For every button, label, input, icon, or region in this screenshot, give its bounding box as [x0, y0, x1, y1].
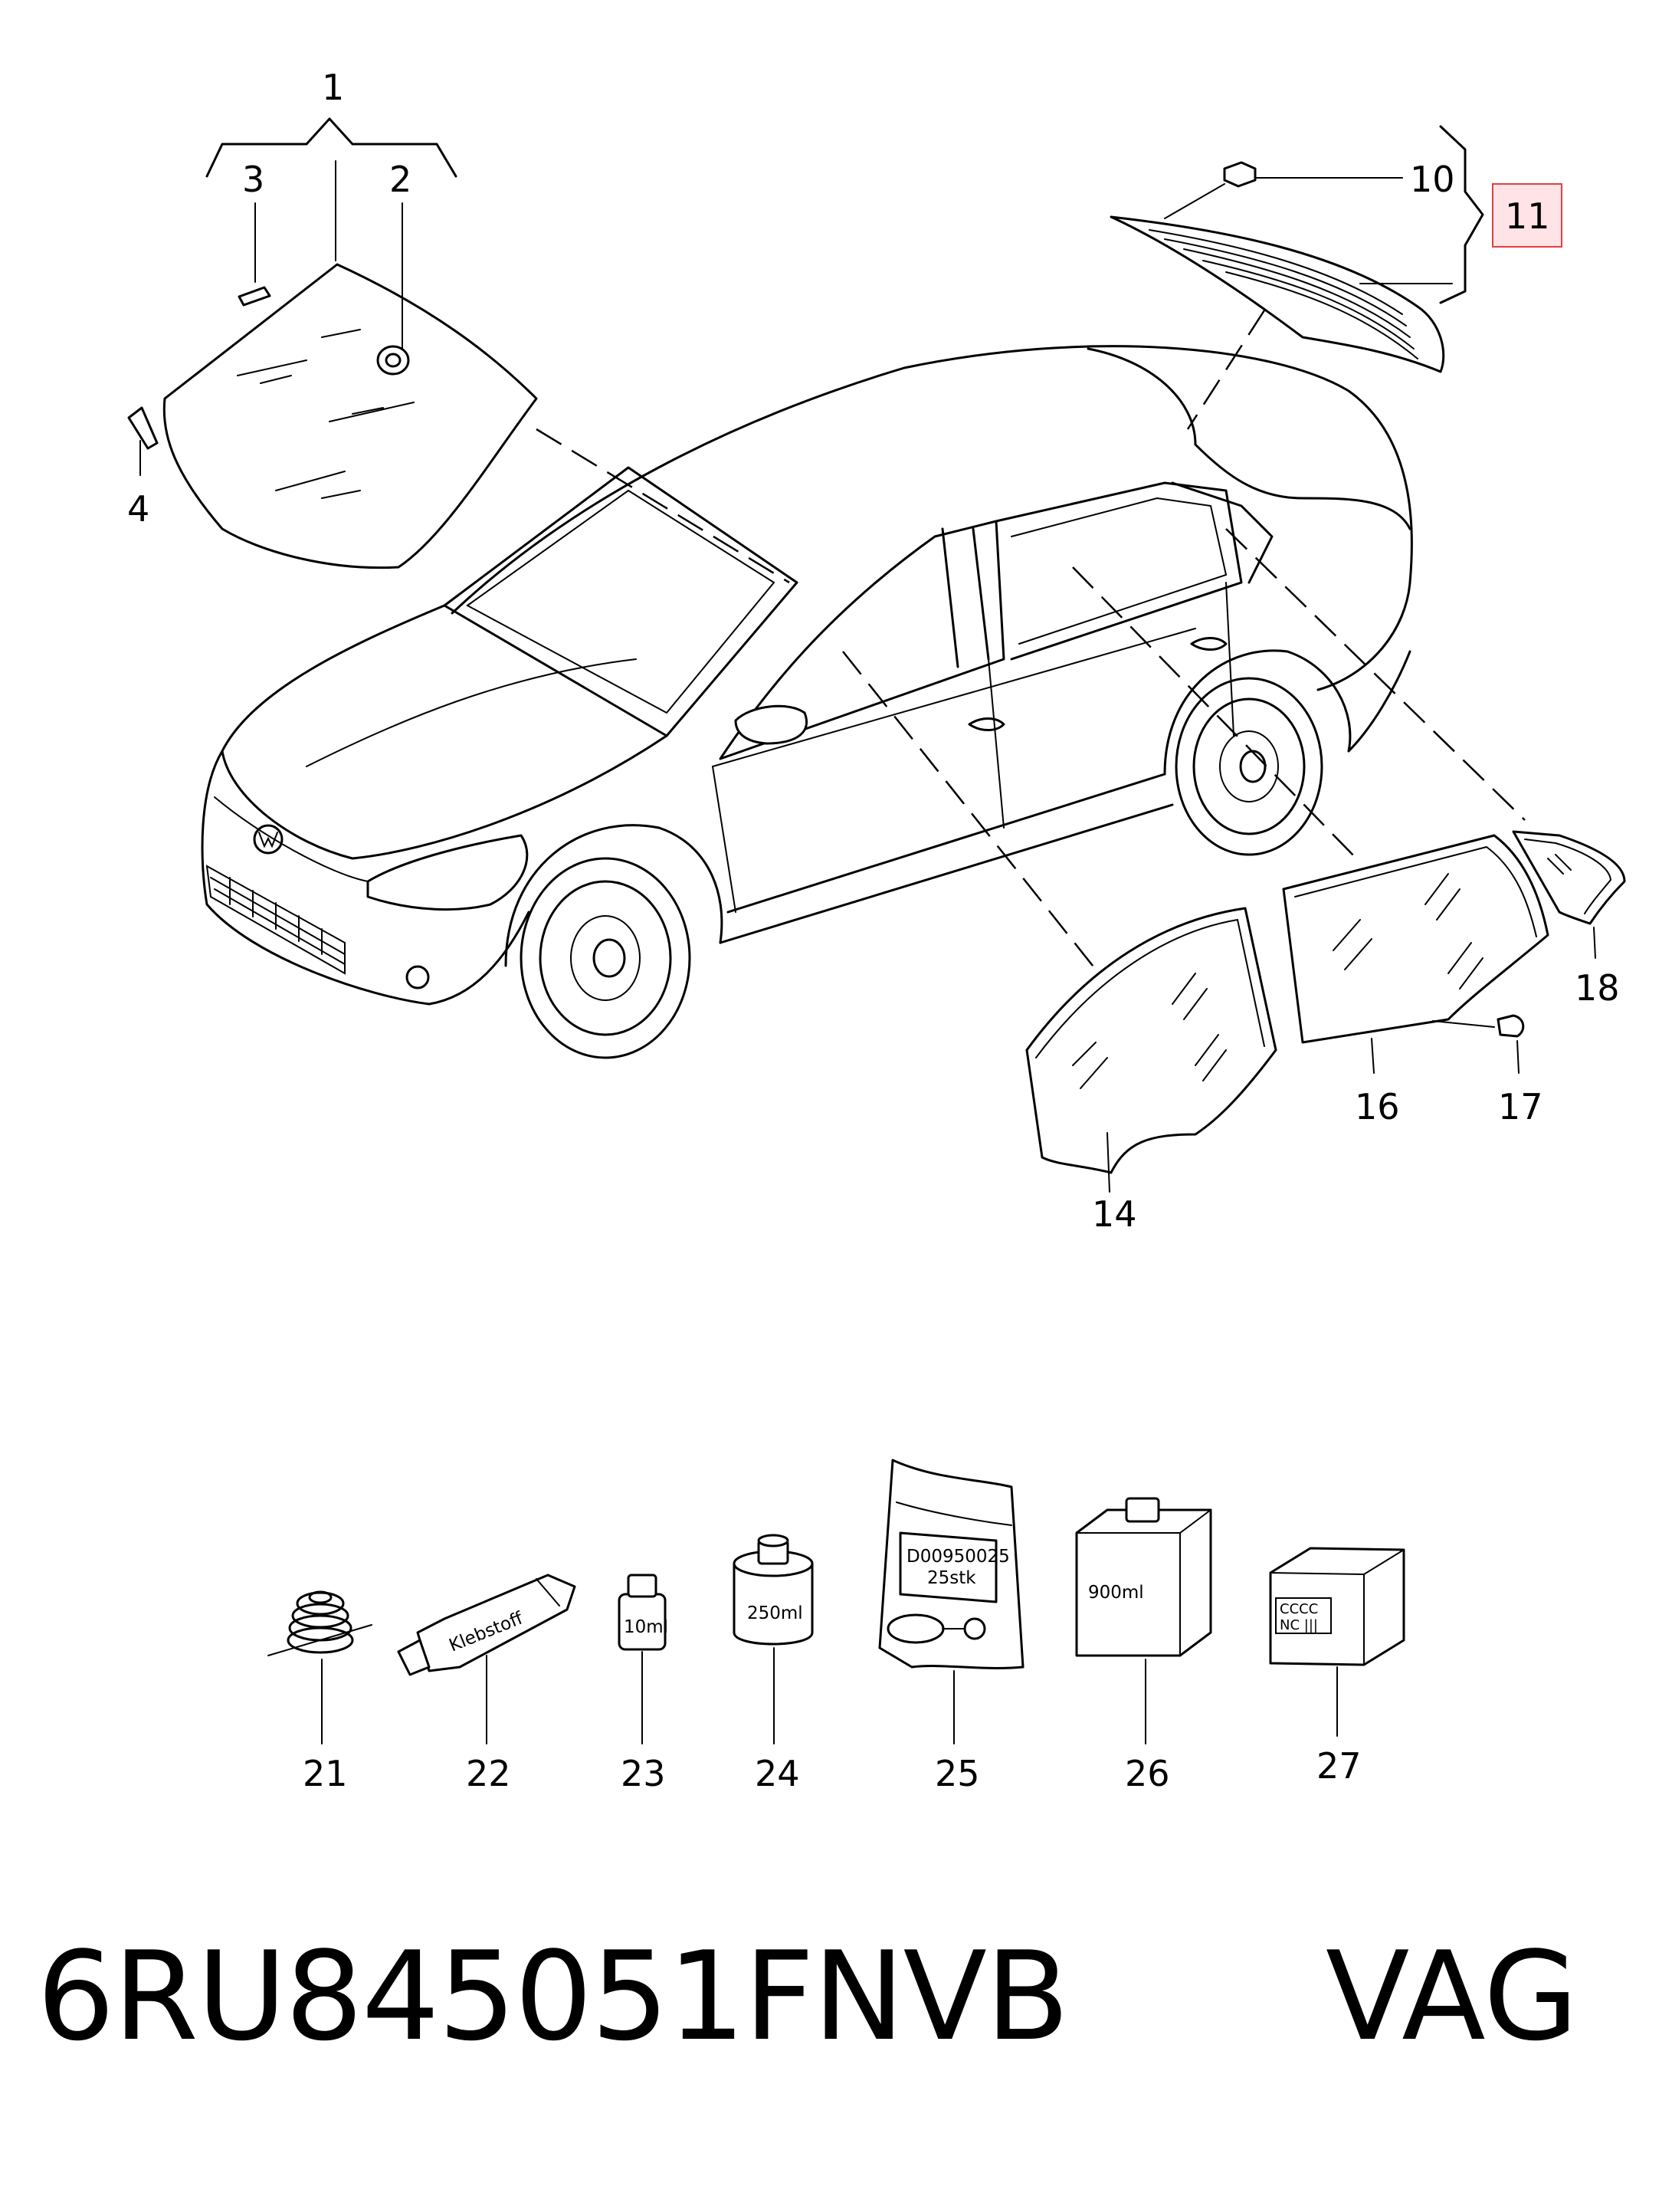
- front-door-window-part: [1025, 907, 1277, 1174]
- pack-box-part: CCCC NC |||: [1269, 1547, 1405, 1666]
- adhesive-tube-part: Klebstoff: [397, 1574, 576, 1676]
- callout-22: 22: [466, 1753, 511, 1794]
- cleaning-bag-part: D00950025 25stk: [878, 1459, 1025, 1669]
- windshield-part: [162, 263, 538, 569]
- callout-10: 10: [1410, 159, 1455, 200]
- callout-27: 27: [1316, 1745, 1362, 1787]
- vial-label: 10ml: [624, 1617, 668, 1637]
- window-clip-part: [1432, 1014, 1525, 1038]
- box-mark-bottom: NC |||: [1280, 1617, 1318, 1633]
- callout-18: 18: [1575, 967, 1620, 1009]
- bag-code: D00950025: [906, 1547, 1010, 1567]
- can-label: 250ml: [747, 1603, 803, 1623]
- callout-11-highlight: [1492, 183, 1562, 248]
- activator-can-part: 250ml: [733, 1534, 814, 1646]
- car-body: [201, 345, 1413, 1059]
- bag-qty: 25stk: [927, 1568, 976, 1588]
- callout-11: 11: [1505, 195, 1550, 237]
- callout-4: 4: [127, 488, 149, 530]
- callout-25: 25: [935, 1753, 980, 1794]
- callout-17: 17: [1498, 1086, 1543, 1127]
- callout-24: 24: [755, 1753, 800, 1794]
- rear-clip-part: [1223, 161, 1257, 188]
- rear-window-part: [1110, 215, 1445, 373]
- callout-1: 1: [322, 67, 344, 108]
- callout-3: 3: [242, 159, 264, 200]
- callout-14: 14: [1092, 1193, 1137, 1235]
- brand-name: VAG: [1326, 1925, 1579, 2068]
- bottle-label: 900ml: [1088, 1583, 1144, 1603]
- callout-21: 21: [303, 1753, 348, 1794]
- spiral-spacer-part: [267, 1590, 372, 1656]
- callout-2: 2: [389, 159, 411, 200]
- mirror-mount-part: [127, 406, 159, 450]
- callout-16: 16: [1355, 1086, 1400, 1127]
- part-number: 6RU845051FNVB: [37, 1925, 1070, 2068]
- box-mark-top: CCCC: [1280, 1601, 1318, 1617]
- callout-23: 23: [621, 1753, 666, 1794]
- callout-26: 26: [1125, 1753, 1170, 1794]
- small-pad-part: [238, 286, 271, 307]
- quarter-window-part: [1512, 830, 1626, 925]
- cleaner-bottle-part: 900ml: [1075, 1497, 1212, 1657]
- primer-vial-part: 10ml: [618, 1574, 668, 1651]
- windshield-sensor-part: [376, 345, 410, 376]
- rear-door-window-part: [1282, 834, 1549, 1044]
